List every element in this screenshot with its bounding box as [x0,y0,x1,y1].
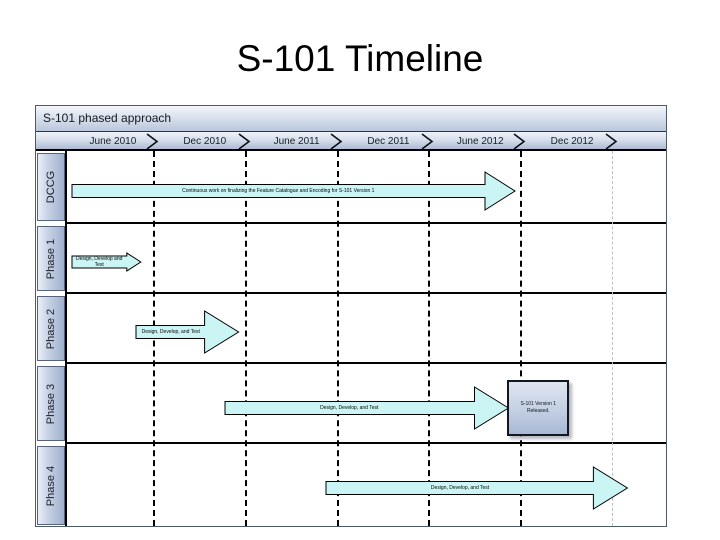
row-label-text: Phase 1 [45,238,57,279]
row-label-text: DCCG [45,170,58,204]
period-divider [428,151,431,526]
gantt-arrow-phase-2 [135,309,241,355]
row-label-phase-2: Phase 2 [37,296,65,361]
date-header-cell: June 2010 [89,136,137,147]
date-header-cell: Dec 2010 [183,136,227,147]
page-title: S-101 Timeline [236,38,484,79]
gantt-row [67,151,666,224]
row-label-column: DCCG Phase 1 Phase 2 Phase 3 Phase 4 [36,151,67,526]
period-divider [520,151,523,526]
timeline-date-header: June 2010 Dec 2010 June 2011 Dec 2011 June 2… [36,132,666,151]
gantt-arrow-phase-4 [325,465,629,511]
gantt-arrow-phase-1 [71,251,142,273]
period-divider [336,151,339,526]
gantt-row [67,294,666,364]
gantt-row [67,224,666,294]
period-divider [612,151,613,526]
callout-s101-released: S-101 Version 1 Released. [507,380,570,436]
row-label-phase-1: Phase 1 [37,226,65,291]
gantt-arrow-dccg [71,170,516,212]
row-label-text: Phase 4 [45,465,57,506]
row-label-text: Phase 2 [45,308,57,349]
gantt-row [67,364,666,444]
date-header-cell: June 2012 [456,136,504,147]
date-header-cell: June 2011 [273,136,320,147]
callout-text: S-101 Version 1 Released. [520,401,557,414]
chart-header-band: S-101 phased approach [36,106,666,132]
date-header-cell: Dec 2011 [367,136,410,147]
date-header-cell: Dec 2012 [550,136,594,147]
chart-title: S-101 phased approach [43,111,172,125]
row-label-dccg: DCCG [37,153,65,221]
row-label-phase-4: Phase 4 [37,446,65,525]
gantt-grid-body: Continuous work on finalizing the Featur… [67,151,666,526]
row-label-text: Phase 3 [45,383,57,424]
row-label-phase-3: Phase 3 [37,366,65,441]
period-divider [244,151,247,526]
gantt-arrow-phase-3 [224,385,509,431]
